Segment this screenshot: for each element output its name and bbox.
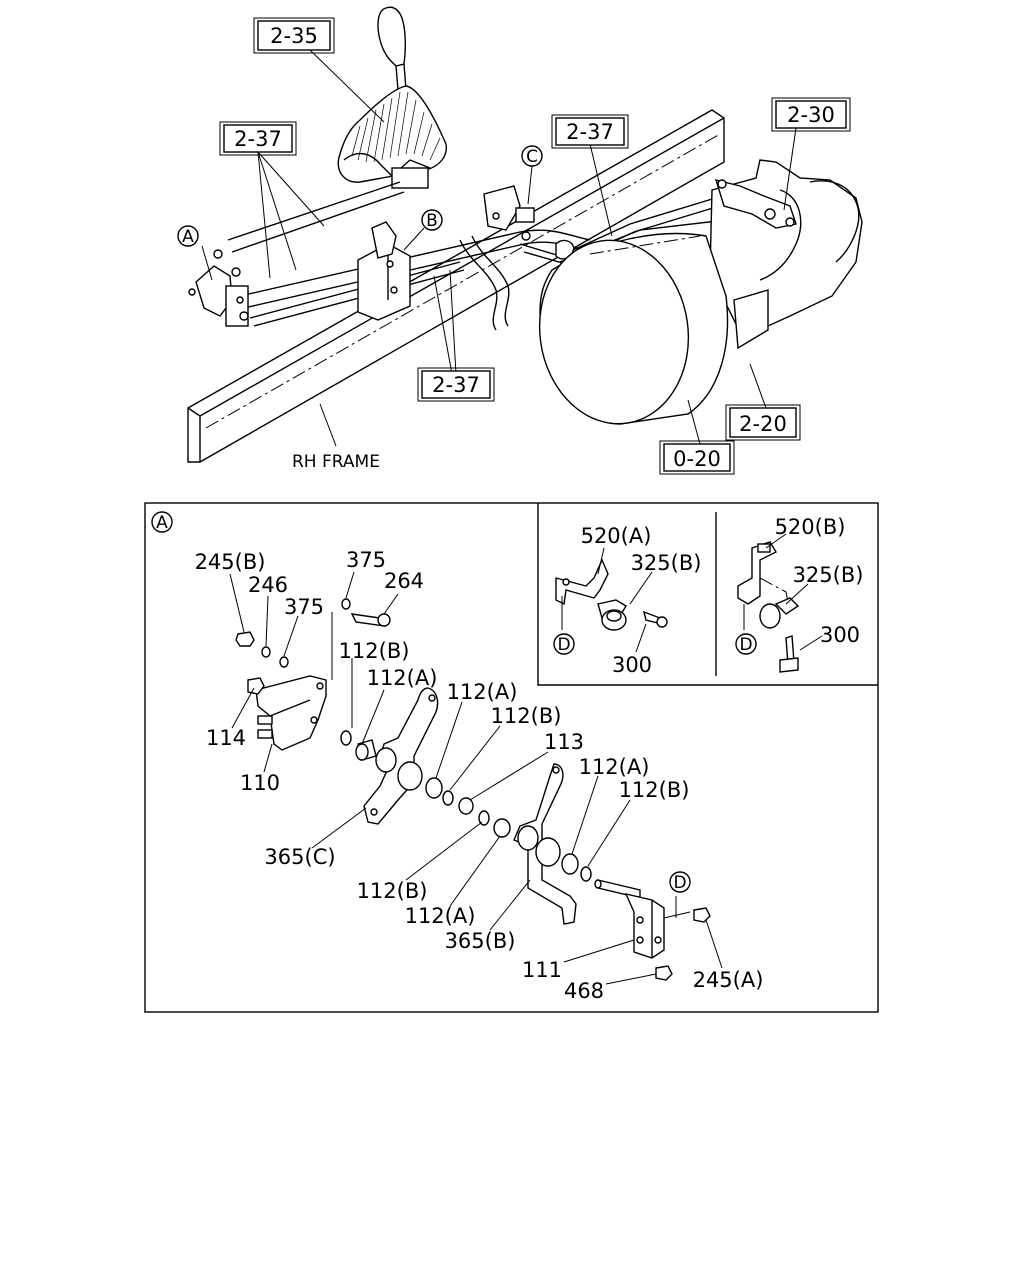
ref-marker-c: C xyxy=(521,145,543,167)
part-112b-label-3: 112(B) xyxy=(619,778,690,802)
callout-2-20-label: 2-20 xyxy=(739,412,787,436)
part-112b-label-2: 112(B) xyxy=(491,704,562,728)
part-246-label: 246 xyxy=(248,573,288,597)
detail-d-right-illustration xyxy=(737,533,823,673)
rh-frame-label: RH FRAME xyxy=(292,452,380,472)
callout-leaders xyxy=(201,49,797,447)
svg-text:D: D xyxy=(557,635,570,655)
bracket-assembly-c xyxy=(483,185,575,260)
part-375-label: 375 xyxy=(284,595,324,619)
ref-marker-d-right: D xyxy=(735,633,757,655)
svg-text:A: A xyxy=(182,227,194,247)
part-468-label: 468 xyxy=(564,979,604,1003)
part-325b-right-label: 325(B) xyxy=(793,563,864,587)
part-112b-label-4: 112(B) xyxy=(357,879,428,903)
part-365b-label: 365(B) xyxy=(445,929,516,953)
detail-d-left-illustration xyxy=(555,547,668,653)
chassis-assembly-illustration: 2-35 2-37 2-37 2-30 2-37 2-20 xyxy=(177,6,863,475)
callout-2-35: 2-35 xyxy=(253,17,335,54)
svg-text:A: A xyxy=(156,513,168,533)
bracket-assembly-b xyxy=(357,221,411,321)
part-110-label: 110 xyxy=(240,771,280,795)
svg-text:D: D xyxy=(739,635,752,655)
svg-text:C: C xyxy=(526,147,538,167)
detail-a-leaders xyxy=(229,571,723,985)
callout-2-35-label: 2-35 xyxy=(270,24,318,48)
part-325b-left-label: 325(B) xyxy=(631,551,702,575)
part-111-label: 111 xyxy=(522,958,562,982)
detail-a-marker: A xyxy=(151,511,173,533)
callout-2-37-bottom-label: 2-37 xyxy=(432,373,480,397)
callout-0-20-label: 0-20 xyxy=(673,447,721,471)
bracket-assembly-a xyxy=(188,249,249,327)
svg-text:B: B xyxy=(426,211,438,231)
part-112a-label-2: 112(A) xyxy=(447,680,518,704)
transmission xyxy=(709,159,863,350)
part-112a-label-4: 112(A) xyxy=(405,904,476,928)
clutch-housing xyxy=(538,232,729,425)
callout-2-20: 2-20 xyxy=(725,404,801,441)
detail-panel: A xyxy=(144,502,879,1013)
part-114-label: 114 xyxy=(206,726,246,750)
ref-marker-b: B xyxy=(421,209,443,231)
callout-2-37-left: 2-37 xyxy=(219,121,297,156)
part-112a-label-1: 112(A) xyxy=(367,666,438,690)
ref-marker-a: A xyxy=(177,225,199,247)
rh-frame-rail xyxy=(187,109,725,463)
callout-2-37-center: 2-37 xyxy=(551,114,629,149)
ref-marker-d-detail-a: D xyxy=(669,871,691,893)
part-520b-label: 520(B) xyxy=(775,515,846,539)
part-300-right-label: 300 xyxy=(820,623,860,647)
part-300-left-label: 300 xyxy=(612,653,652,677)
svg-text:D: D xyxy=(673,873,686,893)
part-264-label: 264 xyxy=(384,569,424,593)
part-520a-label: 520(A) xyxy=(581,524,652,548)
part-112b-label-1: 112(B) xyxy=(339,639,410,663)
part-245a-label: 245(A) xyxy=(693,968,764,992)
callout-2-30: 2-30 xyxy=(771,97,851,132)
callout-2-37-center-label: 2-37 xyxy=(566,120,614,144)
ref-marker-d-left: D xyxy=(553,633,575,655)
callout-2-30-label: 2-30 xyxy=(787,103,835,127)
part-375-top-label: 375 xyxy=(346,548,386,572)
part-365c-label: 365(C) xyxy=(264,845,335,869)
part-112a-label-3: 112(A) xyxy=(579,755,650,779)
part-245b-label: 245(B) xyxy=(195,550,266,574)
part-113-label: 113 xyxy=(544,730,584,754)
shift-lever xyxy=(337,6,447,189)
callout-0-20: 0-20 xyxy=(659,440,735,475)
callout-2-37-left-label: 2-37 xyxy=(234,127,282,151)
detail-a-parts-illustration xyxy=(235,598,711,981)
callout-2-37-bottom: 2-37 xyxy=(417,367,495,402)
